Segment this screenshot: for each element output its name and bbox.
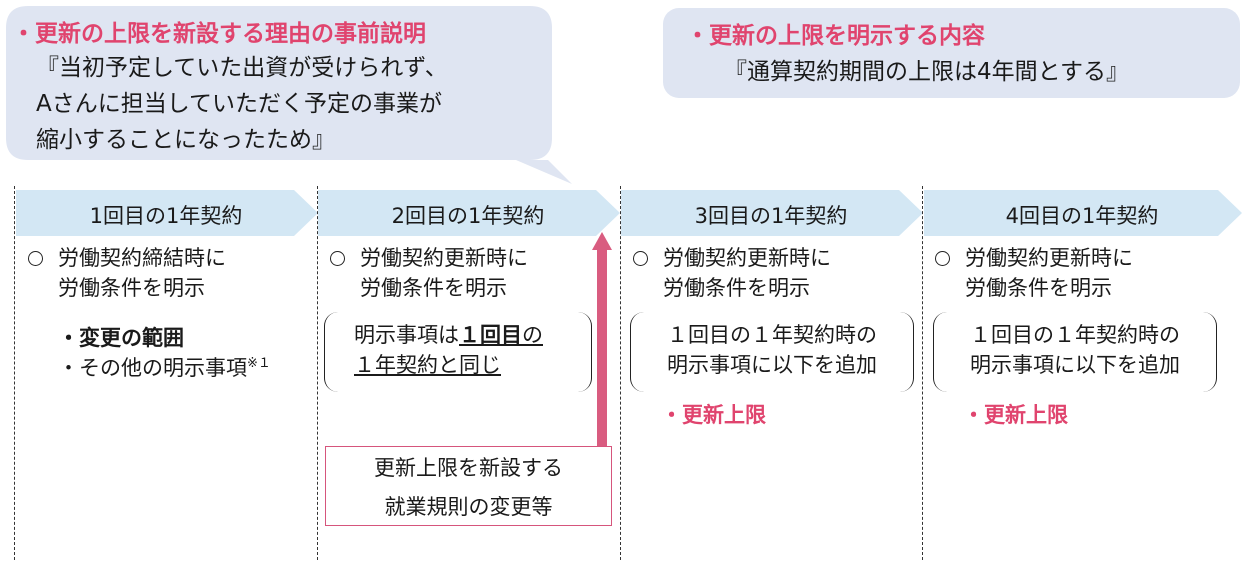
rule-change-arrow-head-icon <box>592 232 612 250</box>
circle-marker-icon <box>330 251 345 266</box>
column-divider <box>317 186 318 560</box>
reason-callout-title: ・更新の上限を新設する理由の事前説明 <box>12 21 426 47</box>
footnote-marker: ※１ <box>247 356 271 371</box>
added-items-line-2: 明示事項に以下を追加 <box>667 353 877 377</box>
reason-callout-line-3: 縮小することになったため』 <box>36 127 335 153</box>
condition-line-1: 労働契約締結時に <box>58 246 226 270</box>
condition-line-2: 労働条件を明示 <box>663 276 810 300</box>
contract-label-3: 3回目の1年契約 <box>694 204 848 228</box>
added-items-box <box>630 312 914 392</box>
contract-label-2: 2回目の1年契約 <box>391 204 545 228</box>
condition-line-2: 労働条件を明示 <box>965 276 1112 300</box>
reason-callout-line-2: Aさんに担当していただく予定の事業が <box>36 91 443 117</box>
callout-bubble-shape <box>6 6 572 184</box>
contract-arrow-1 <box>16 190 318 236</box>
reason-callout-bubble <box>6 6 572 184</box>
same-as-first-line-1: 明示事項は１回目の <box>354 323 543 347</box>
bullet-change-scope: ・変更の範囲 <box>58 326 184 350</box>
contract-arrow-4 <box>924 190 1242 236</box>
added-items-line-1: １回目の１年契約時の <box>667 323 877 347</box>
added-items-box <box>933 312 1217 392</box>
contract-arrow-2 <box>318 190 620 236</box>
same-as-first-line-2: １年契約と同じ <box>354 353 501 377</box>
condition-line-2: 労働条件を明示 <box>360 276 507 300</box>
limit-callout-line: 『通算契約期間の上限は4年間とする』 <box>724 59 1129 85</box>
rule-change-line-2: 就業規則の変更等 <box>384 495 553 519</box>
column-divider <box>14 186 15 560</box>
column-divider <box>922 186 923 560</box>
contract-label-4: 4回目の1年契約 <box>1005 204 1159 228</box>
column-divider <box>620 186 621 560</box>
rule-change-arrow-shaft <box>597 248 607 448</box>
circle-marker-icon <box>28 251 43 266</box>
condition-line-1: 労働契約更新時に <box>965 246 1133 270</box>
added-items-line-2: 明示事項に以下を追加 <box>970 353 1180 377</box>
rule-change-line-1: 更新上限を新設する <box>374 456 563 480</box>
contract-arrow-3 <box>621 190 923 236</box>
condition-line-1: 労働契約更新時に <box>663 246 831 270</box>
limit-callout-title: ・更新の上限を明示する内容 <box>686 23 985 49</box>
same-as-first-box <box>324 312 592 392</box>
bullet-other-items: ・その他の明示事項※１ <box>58 356 271 380</box>
added-items-line-1: １回目の１年契約時の <box>970 323 1180 347</box>
reason-callout-line-1: 『当初予定していた出資が受けられず、 <box>36 55 448 81</box>
limit-callout-box <box>663 8 1240 98</box>
contract-label-1: 1回目の1年契約 <box>89 204 243 228</box>
circle-marker-icon <box>935 251 950 266</box>
circle-marker-icon <box>633 251 648 266</box>
renewal-limit-item: ・更新上限 <box>963 403 1068 427</box>
rule-change-box <box>325 446 612 526</box>
condition-line-2: 労働条件を明示 <box>58 276 205 300</box>
renewal-limit-item: ・更新上限 <box>661 403 766 427</box>
condition-line-1: 労働契約更新時に <box>360 246 528 270</box>
